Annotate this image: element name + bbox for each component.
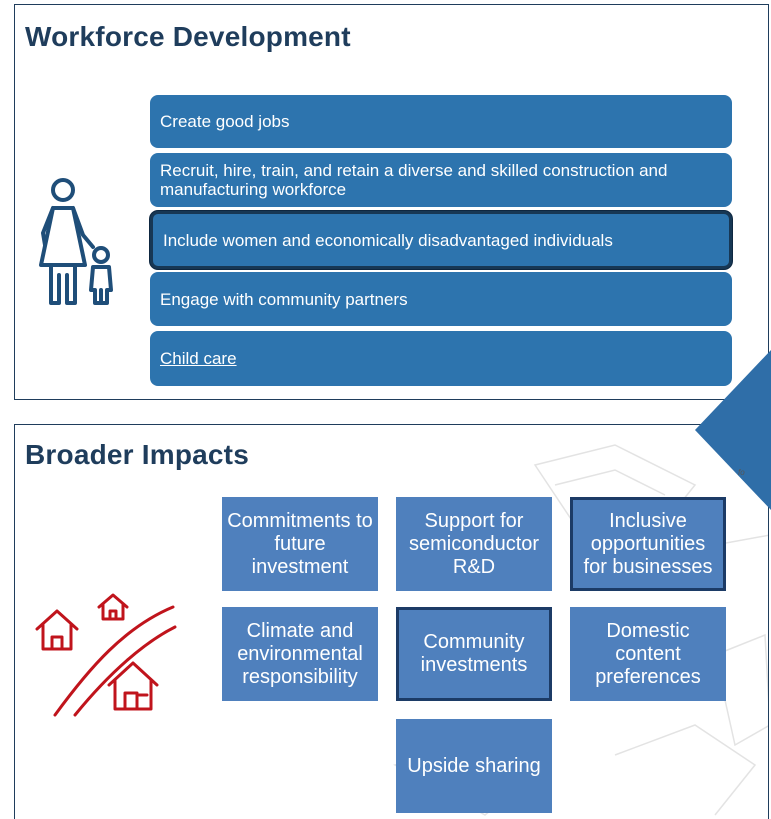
impact-box-domestic-content: Domestic content preferences [570,607,726,701]
impact-box-future-investment: Commitments to future investment [222,497,378,591]
impacts-title: Broader Impacts [25,439,249,470]
impacts-panel: Broader Impacts Commitments to future in… [14,424,769,819]
cropped-text: fo [738,468,745,477]
impact-box-semiconductor-rd: Support for semiconductor R&D [396,497,552,591]
workforce-item-community-partners: Engage with community partners [150,272,732,326]
impact-box-community-investments: Community investments [396,607,552,701]
impact-box-upside-sharing: Upside sharing [396,719,552,813]
workforce-title: Workforce Development [25,21,351,52]
workforce-item-recruit: Recruit, hire, train, and retain a diver… [150,153,732,207]
arrow-shape [695,350,771,510]
houses-road-icon [35,593,177,717]
impact-box-climate: Climate and environmental responsibility [222,607,378,701]
workforce-item-good-jobs: Create good jobs [150,95,732,148]
impact-box-inclusive-opportunities: Inclusive opportunities for businesses [570,497,726,591]
workforce-item-inclusion: Include women and economically disadvant… [150,211,732,269]
mother-child-icon [39,178,113,305]
workforce-panel: Workforce Development Create good jobs R… [14,4,769,400]
child-care-link[interactable]: Child care [150,331,732,386]
